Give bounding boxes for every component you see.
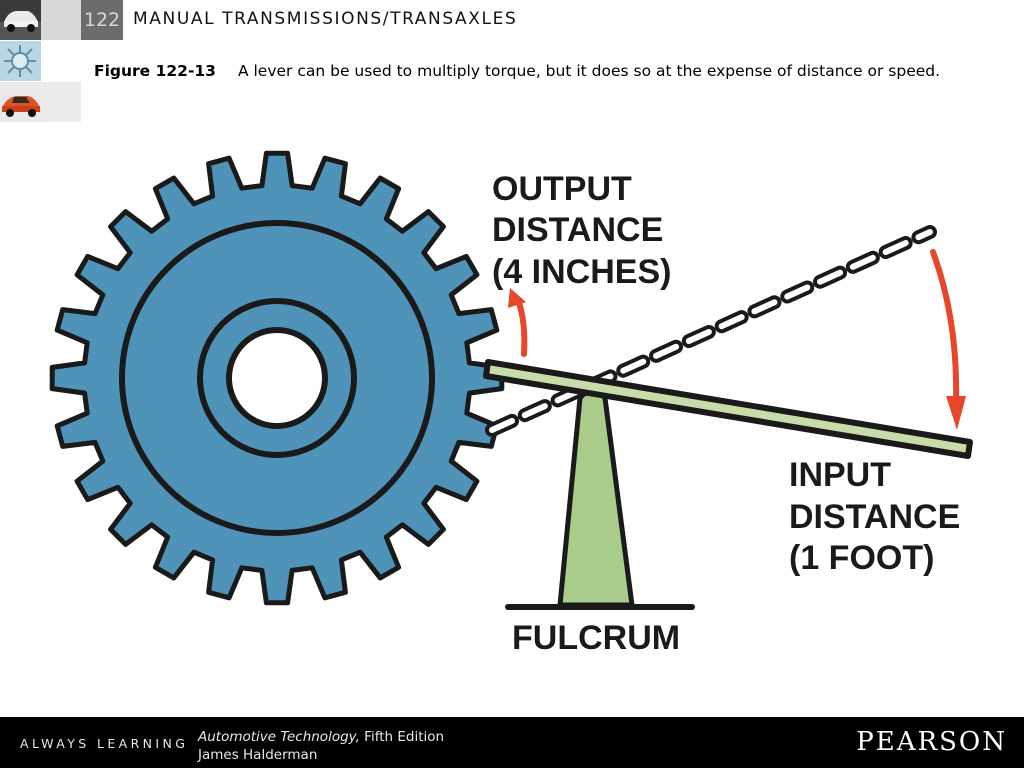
gear — [49, 150, 505, 606]
header-light-block — [41, 82, 81, 122]
figure-label: Figure 122-13 — [94, 62, 216, 80]
output-label-line-2: DISTANCE — [492, 211, 663, 249]
gear-hub-ring — [197, 298, 357, 458]
engine-part-thumbnail — [0, 41, 41, 81]
input-arrow — [930, 249, 966, 430]
figure-caption: Figure 122-13 A lever can be used to mult… — [94, 61, 974, 81]
book-author: James Halderman — [198, 747, 318, 763]
footer-bar: ALWAYS LEARNING Automotive Technology, F… — [0, 717, 1024, 768]
input-label-line-2: DISTANCE — [789, 498, 960, 536]
car-thumbnail-1 — [0, 0, 41, 40]
input-distance-label: INPUT DISTANCE (1 FOOT) — [789, 456, 960, 577]
fulcrum-label: FULCRUM — [512, 619, 680, 657]
chapter-title: MANUAL TRANSMISSIONS/TRANSAXLES — [133, 9, 518, 29]
output-arrow — [508, 288, 528, 357]
gear-inner-ring — [119, 220, 435, 536]
input-label-line-1: INPUT — [789, 456, 891, 494]
output-label-line-3: (4 INCHES) — [492, 253, 671, 291]
chapter-number: 122 — [81, 0, 123, 40]
header-gray-block — [41, 0, 81, 40]
lever-diagram-svg: OUTPUT DISTANCE (4 INCHES) INPUT DISTANC… — [49, 150, 973, 657]
lever-dashed-outline — [485, 225, 937, 437]
output-distance-label: OUTPUT DISTANCE (4 INCHES) — [492, 170, 671, 291]
gear-bore — [226, 327, 328, 429]
lever — [483, 359, 973, 459]
input-label-line-3: (1 FOOT) — [789, 539, 934, 577]
book-edition: Fifth Edition — [359, 729, 445, 745]
lever-diagram: OUTPUT DISTANCE (4 INCHES) INPUT DISTANC… — [40, 140, 990, 724]
figure-caption-text: A lever can be used to multiply torque, … — [237, 62, 941, 80]
book-title: Automotive Technology, — [198, 729, 360, 745]
car-thumbnail-2 — [0, 82, 41, 122]
publisher-logo: PEARSON — [856, 727, 1007, 757]
output-label-line-1: OUTPUT — [492, 170, 632, 208]
footer-tagline: ALWAYS LEARNING — [20, 736, 189, 751]
fulcrum — [505, 388, 695, 610]
book-info: Automotive Technology, Fifth Edition Jam… — [198, 728, 444, 764]
